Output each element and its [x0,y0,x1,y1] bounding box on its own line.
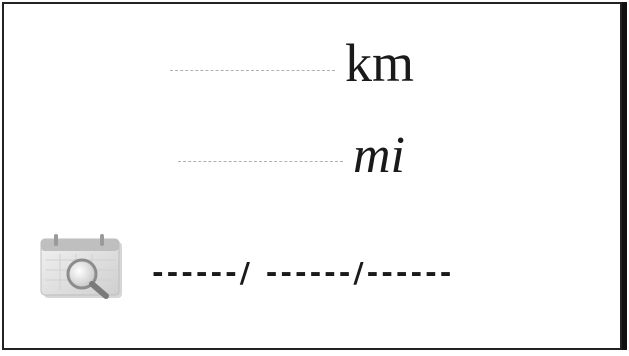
km-entry-blank[interactable] [170,69,335,71]
date-entry-pattern[interactable]: ------/ ------/------ [152,256,455,289]
right-edge-rule [622,2,627,350]
date-row: ------/ ------/------ [38,232,598,302]
mi-unit-label: mi [353,127,405,184]
mi-entry-blank[interactable] [178,160,343,162]
km-unit-label: km [345,33,415,93]
km-row: km [170,36,414,90]
mi-row: mi [178,130,405,182]
calendar-search-icon [38,232,126,302]
